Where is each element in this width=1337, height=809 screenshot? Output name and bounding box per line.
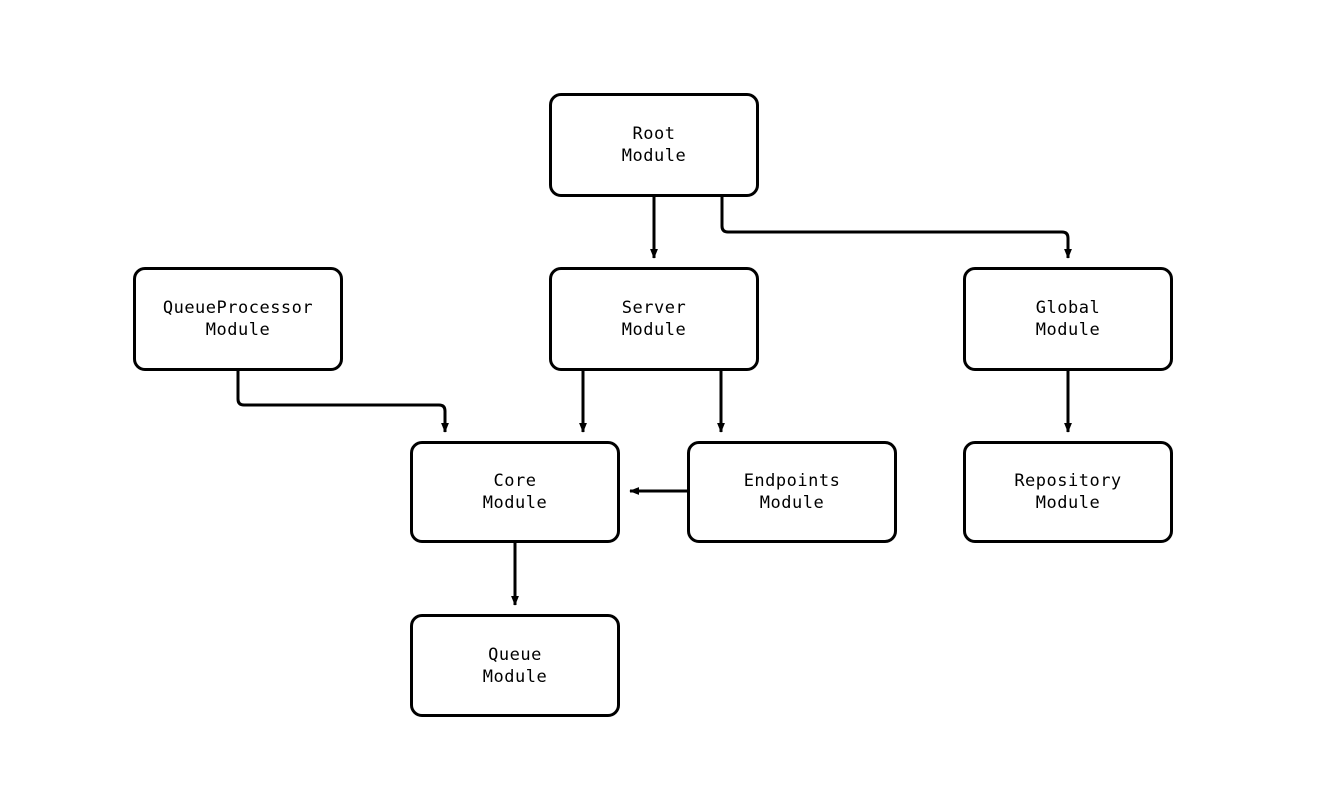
node-server-label-line1: Server xyxy=(621,298,687,318)
node-queue-label-line1: Queue xyxy=(488,644,542,665)
node-global-label-line2: Module xyxy=(1035,320,1101,340)
node-root-label-line1: Root xyxy=(632,124,676,144)
node-root-label-line2: Module xyxy=(621,146,687,166)
node-server-label-line2: Module xyxy=(621,320,687,340)
node-repository-label-line2: Module xyxy=(1035,493,1101,513)
node-global-label-line1: Global xyxy=(1035,298,1101,318)
edge-root-to-global xyxy=(720,197,1072,259)
node-queueprocessor-label-line2: Module xyxy=(205,320,271,340)
node-endpoints-label-line2: Module xyxy=(759,493,825,513)
edge-queueprocessor-to-core xyxy=(236,371,449,433)
node-queue-label-line2: Module xyxy=(482,666,548,687)
node-queueprocessor-label-line1: QueueProcessor xyxy=(162,298,314,318)
node-endpoints-label-line1: Endpoints xyxy=(743,471,841,491)
node-core-label-line2: Module xyxy=(482,493,548,513)
node-repository-label-line1: Repository xyxy=(1014,471,1122,491)
node-core-label-line1: Core xyxy=(493,471,537,491)
